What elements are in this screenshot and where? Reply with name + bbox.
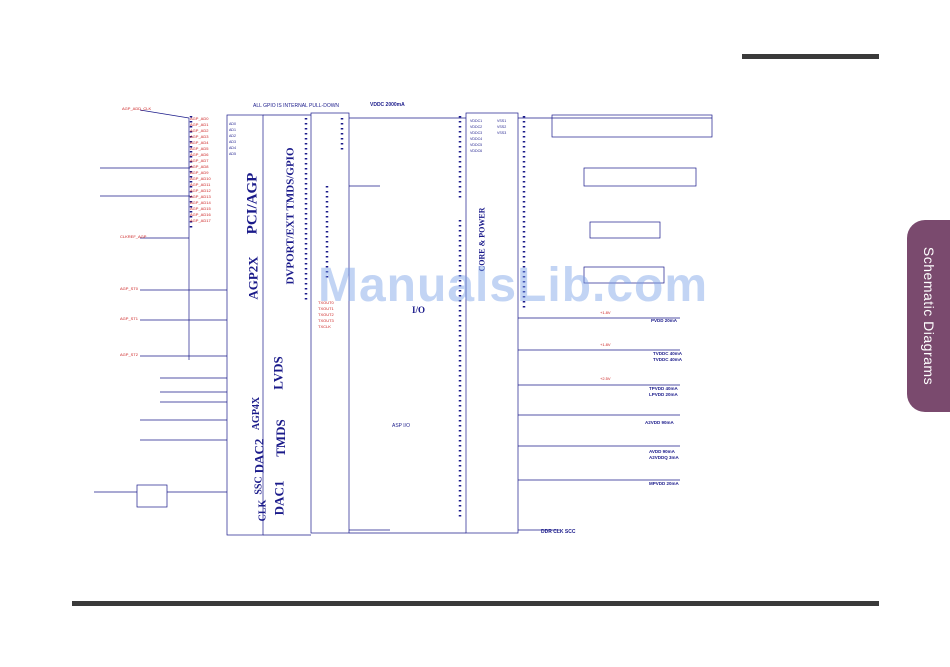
svg-text:AGP_AD6: AGP_AD6 [190,152,209,157]
svg-text:VDDC5: VDDC5 [470,143,482,147]
svg-text:AGP_AD1: AGP_AD1 [190,122,209,127]
svg-text:VDDC4: VDDC4 [470,137,482,141]
svg-text:AD4: AD4 [229,146,236,150]
block-label-io: I/O [412,305,426,315]
vddc-power-label: VDDC 2000mA [370,102,405,108]
svg-text:AD2: AD2 [229,134,236,138]
rail-note-pvdd: PVDD 20mA [651,318,678,323]
svg-text:AD0: AD0 [229,122,236,126]
svg-text:AGP_AD0: AGP_AD0 [190,116,209,121]
svg-text:AGP_AD2: AGP_AD2 [190,128,209,133]
signal-label-agp-st1: AGP_ST1 [120,316,139,321]
block-label-dac2: DAC2 [251,438,267,474]
svg-text:VDDC2: VDDC2 [470,125,482,129]
block-label-clk: CLK [257,499,269,522]
asp-io-label: ASP I/O [392,423,410,429]
block-label-tmds: TMDS [272,419,288,457]
svg-text:VSS2: VSS2 [497,125,506,129]
signal-label-agp-add-clk: AGP_ADD_CLK [122,106,152,111]
svg-text:AD3: AD3 [229,140,236,144]
rail-note-lpvdd: LPVDD 20mA [649,392,678,397]
watermark: ManualsLib.com [318,259,709,312]
gpio-banner: ALL GPIO IS INTERNAL PULL-DOWN [253,103,340,109]
svg-text:AGP_AD13: AGP_AD13 [190,194,211,199]
svg-text:AD5: AD5 [229,152,236,156]
svg-text:+1.8V: +1.8V [600,310,611,315]
svg-text:+1.8V: +1.8V [600,342,611,347]
bottom-divider [72,601,879,606]
svg-text:AGP_AD11: AGP_AD11 [190,182,211,187]
rail-note-tvddc: TVDDC 40mA [653,351,683,356]
svg-text:TXOUT1: TXOUT1 [318,306,335,311]
svg-text:AGP_AD14: AGP_AD14 [190,200,211,205]
section-tab-label: Schematic Diagrams [920,246,937,386]
svg-text:AGP_AD17: AGP_AD17 [190,218,211,223]
signal-label-agp-st0: AGP_ST0 [120,286,139,291]
signal-label-clkref-agp: CLKREF_AGP [120,234,147,239]
svg-text:TXOUT0: TXOUT0 [318,300,335,305]
rail-note-tpvdd: TPVDD 40mA [649,386,678,391]
rail-note-mpvdd: MPVDD 20mA [649,481,679,486]
svg-text:+2.5V: +2.5V [600,376,611,381]
svg-text:AGP_AD9: AGP_AD9 [190,170,209,175]
svg-text:VDDC3: VDDC3 [470,131,482,135]
svg-text:AGP_AD12: AGP_AD12 [190,188,211,193]
svg-text:AGP_AD10: AGP_AD10 [190,176,211,181]
rail-note-a2vddq: A2VDDQ 3mA [649,455,679,460]
svg-text:VDDC1: VDDC1 [470,119,482,123]
svg-text:AGP_AD3: AGP_AD3 [190,134,209,139]
rail-note-avdd: AVDD 90mA [649,449,675,454]
svg-text:TXCLK: TXCLK [318,324,331,329]
block-label-lvds: LVDS [270,356,286,390]
svg-text:AGP_AD16: AGP_AD16 [190,212,211,217]
block-label-agp4x: AGP4X [251,396,263,431]
rail-note-tvddc-2: TVDDC 40mA [653,357,683,362]
block-label-agp2x: AGP2X [245,256,261,300]
svg-text:AGP_AD5: AGP_AD5 [190,146,209,151]
block-label-pci-agp: PCI/AGP [244,172,261,235]
rail-note-a2vdd: A2VDD 90mA [645,420,674,425]
block-label-ssc: SSC [253,476,265,495]
svg-text:VSS1: VSS1 [497,119,506,123]
svg-text:AGP_AD7: AGP_AD7 [190,158,209,163]
svg-text:TXOUT2: TXOUT2 [318,312,335,317]
block-label-dvport: DVPORT/EXT TMDS/GPIO [284,147,297,285]
svg-text:AD1: AD1 [229,128,236,132]
block-label-dac1: DAC1 [271,480,287,516]
svg-text:VSS3: VSS3 [497,131,506,135]
top-divider [742,54,879,59]
svg-text:TXOUT3: TXOUT3 [318,318,335,323]
svg-text:AGP_AD4: AGP_AD4 [190,140,209,145]
svg-text:VDDC6: VDDC6 [470,149,482,153]
svg-text:AGP_AD15: AGP_AD15 [190,206,211,211]
signal-label-agp-st2: AGP_ST2 [120,352,139,357]
section-tab[interactable]: Schematic Diagrams [907,220,950,412]
footer-note: DDR CLK SCC [541,529,576,535]
svg-text:AGP_AD8: AGP_AD8 [190,164,209,169]
